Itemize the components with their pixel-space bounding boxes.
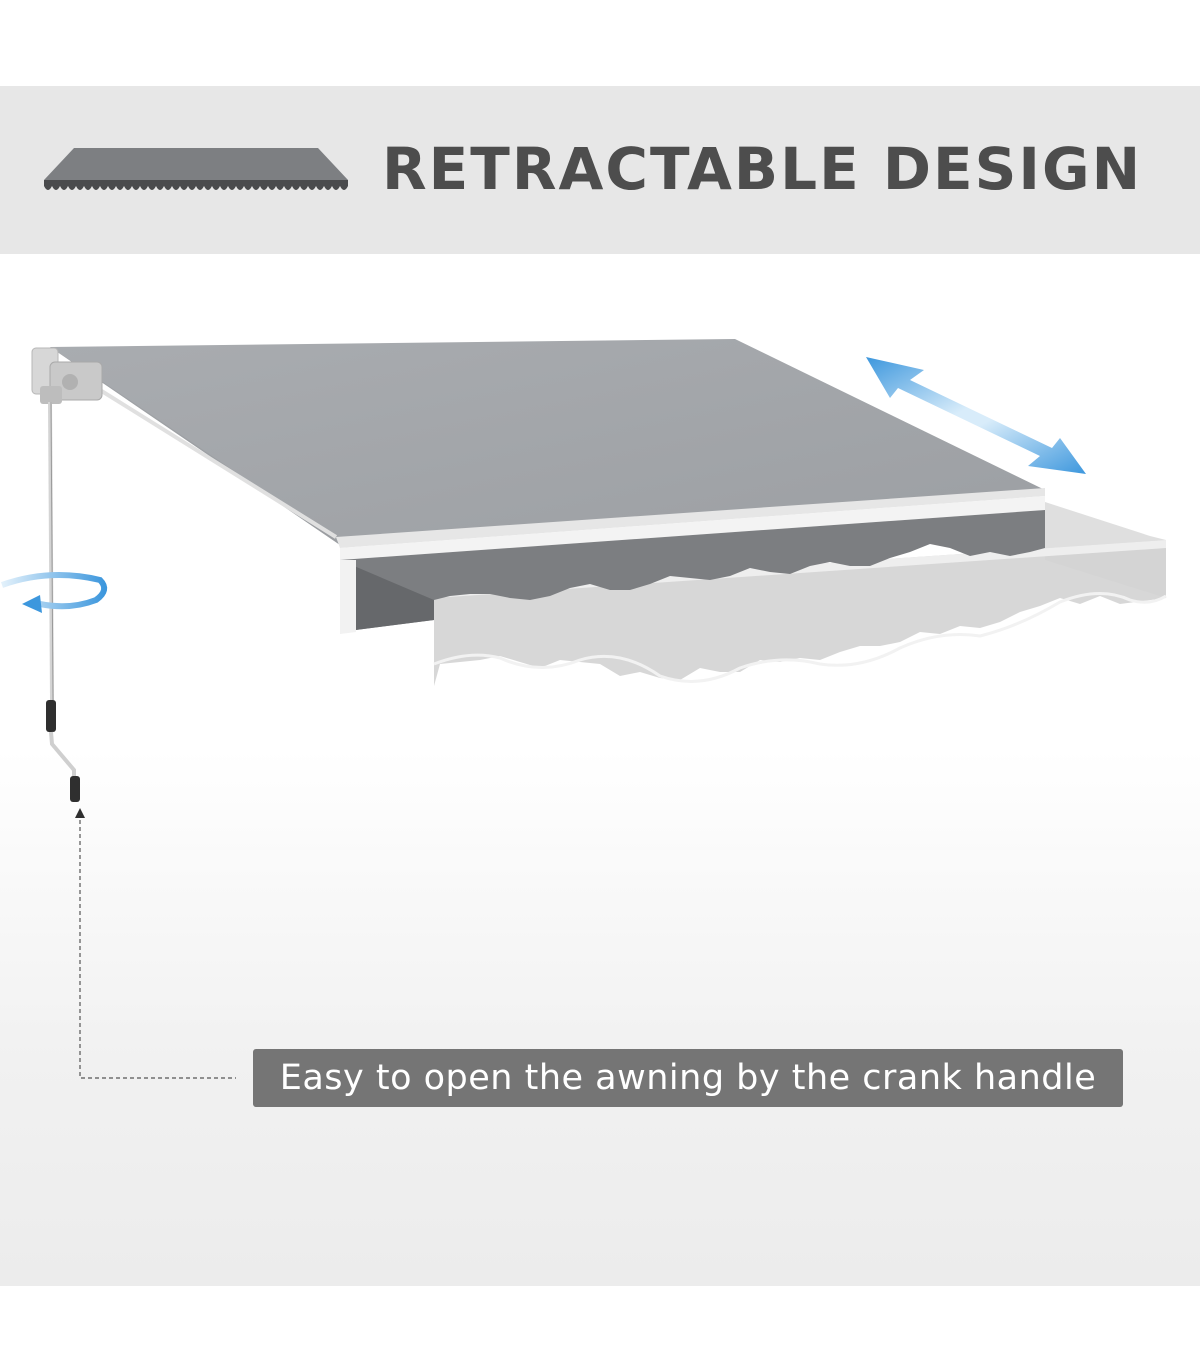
front-bar <box>336 488 1045 548</box>
folded-awning-icon <box>44 148 348 190</box>
awning-drawing <box>0 339 1167 1079</box>
crank-handle-icon <box>46 401 80 802</box>
bottom-strip <box>0 1286 1200 1372</box>
awning-fabric <box>50 339 1045 545</box>
extend-retract-arrow-icon <box>866 357 1086 474</box>
caption-text: Easy to open the awning by the crank han… <box>279 1058 1097 1098</box>
awning-valance <box>340 510 1045 632</box>
page-title: RETRACTABLE DESIGN <box>382 135 1143 203</box>
rotate-arrow-icon <box>0 572 108 613</box>
pointer-arrow-icon <box>75 808 236 1079</box>
wall-bracket <box>31 347 103 404</box>
caption-box: Easy to open the awning by the crank han… <box>253 1049 1123 1107</box>
awning-illustration <box>0 254 1200 1286</box>
